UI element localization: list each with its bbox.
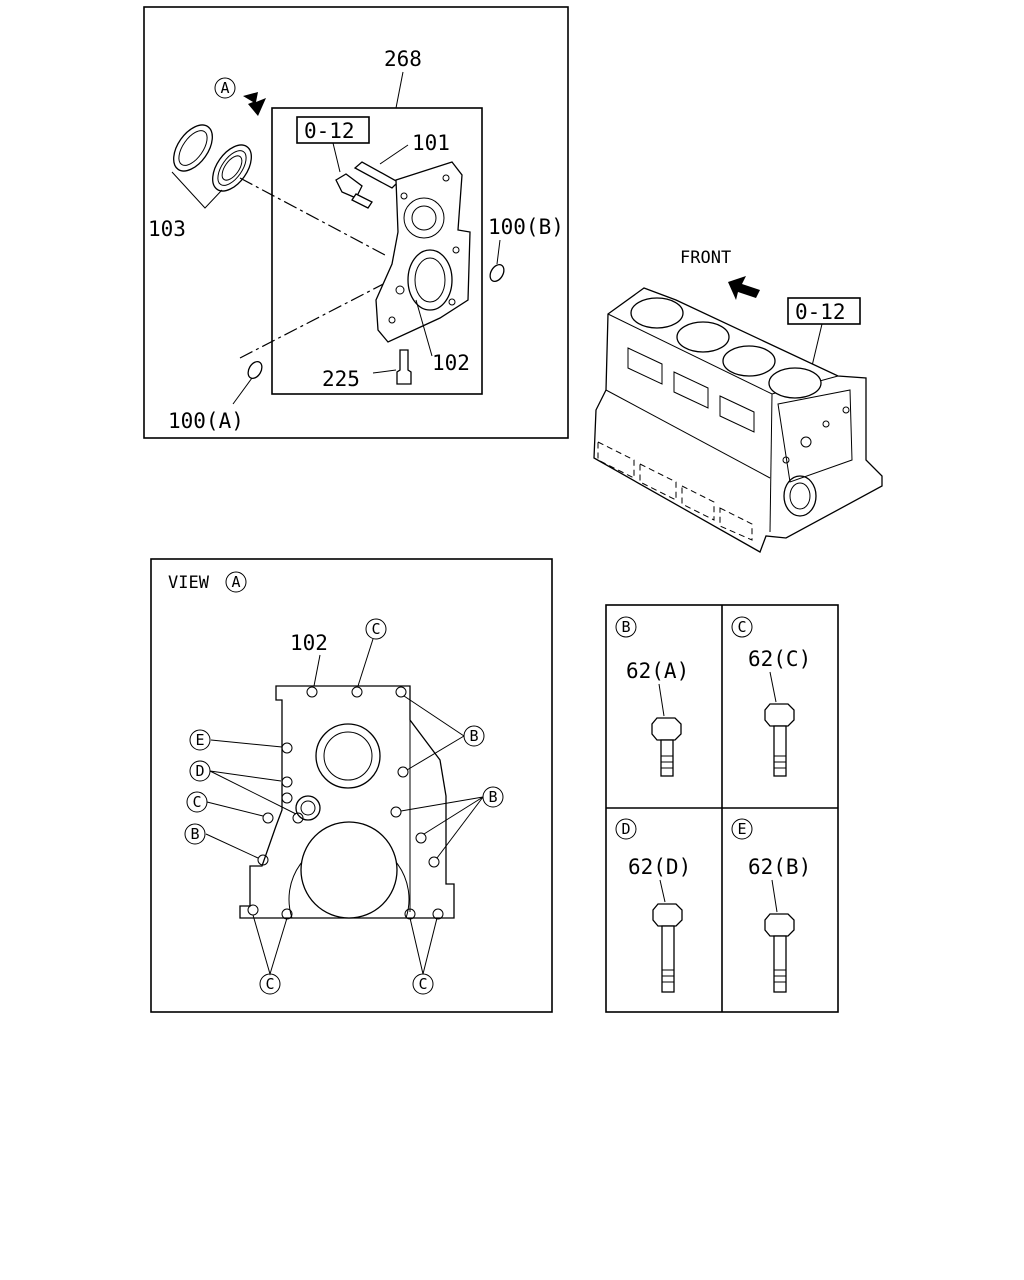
view-a-panel: VIEW A 102 [150,558,553,1013]
svg-text:E: E [195,731,204,749]
engine-block-illustration: FRONT 0-12 [593,248,883,553]
bolt-holes [247,686,444,920]
exploded-view-panel: A 268 0-12 101 103 [143,6,569,439]
bolt-cell-b-label: 62(A) [626,659,689,683]
label-100b: 100(B) [488,215,564,239]
svg-text:B: B [488,788,497,806]
svg-text:B: B [190,825,199,843]
marker-d: D [189,760,211,782]
view-a-marker-letter: A [220,79,229,97]
bolt-cell-e-label: 62(B) [748,855,811,879]
o-ring-100a [247,360,263,380]
marker-b-right: B [482,786,504,808]
view-direction-arrow-icon [243,92,266,116]
front-arrow-icon [728,276,760,300]
svg-text:B: B [469,727,478,745]
marker-c-bottom-right: C [412,973,434,995]
marker-b-right-top: B [463,725,485,747]
bolt-cell-d-label: 62(D) [628,855,691,879]
marker-e: E [189,729,211,751]
bolt-cell-c-marker: C [737,618,746,636]
bolt-cell-e-marker: E [737,820,746,838]
oil-seals-103 [173,124,252,192]
label-102: 102 [432,351,470,375]
front-label: FRONT [680,248,731,268]
label-101: 101 [412,131,450,155]
engine-ref-text: 0-12 [795,300,846,324]
assembly-ref-box: 0-12 [296,116,370,173]
svg-text:C: C [371,620,380,638]
svg-text:D: D [195,762,204,780]
marker-c-top: C [365,618,387,640]
label-225: 225 [322,367,360,391]
bolt-cell-d-marker: D [621,820,630,838]
view-a-title-marker: A [231,573,240,591]
bolt-225 [396,349,412,385]
marker-c-left: C [186,791,208,813]
label-268: 268 [384,47,422,71]
label-103: 103 [148,217,186,241]
assembly-268-box [271,107,483,395]
view-a-title: VIEW [168,573,210,593]
bolt-cell-e: E 62(B) [731,818,811,993]
engine-ref-box: 0-12 [787,297,861,367]
leader-lines [205,638,484,976]
marker-b-left: B [184,823,206,845]
bolt-table: B 62(A) C 62(C) D 62(D) [605,604,839,1013]
assembly-ref-text: 0-12 [304,119,355,143]
svg-text:C: C [418,975,427,993]
view-a-label-102: 102 [290,631,328,655]
marker-c-bottom-left: C [259,973,281,995]
bolt-cell-b: B 62(A) [615,616,689,777]
bolt-cell-d: D 62(D) [615,818,691,993]
bolt-cell-c-label: 62(C) [748,647,811,671]
label-100a: 100(A) [168,409,244,433]
bolt-cell-b-marker: B [621,618,630,636]
o-ring-100b [489,263,505,283]
bolt-cell-c: C 62(C) [731,616,811,777]
svg-text:C: C [192,793,201,811]
stud-101 [353,161,400,189]
svg-text:C: C [265,975,274,993]
view-a-marker: A [214,77,266,116]
front-cover-plate [375,161,471,343]
sensor-part [335,173,373,209]
